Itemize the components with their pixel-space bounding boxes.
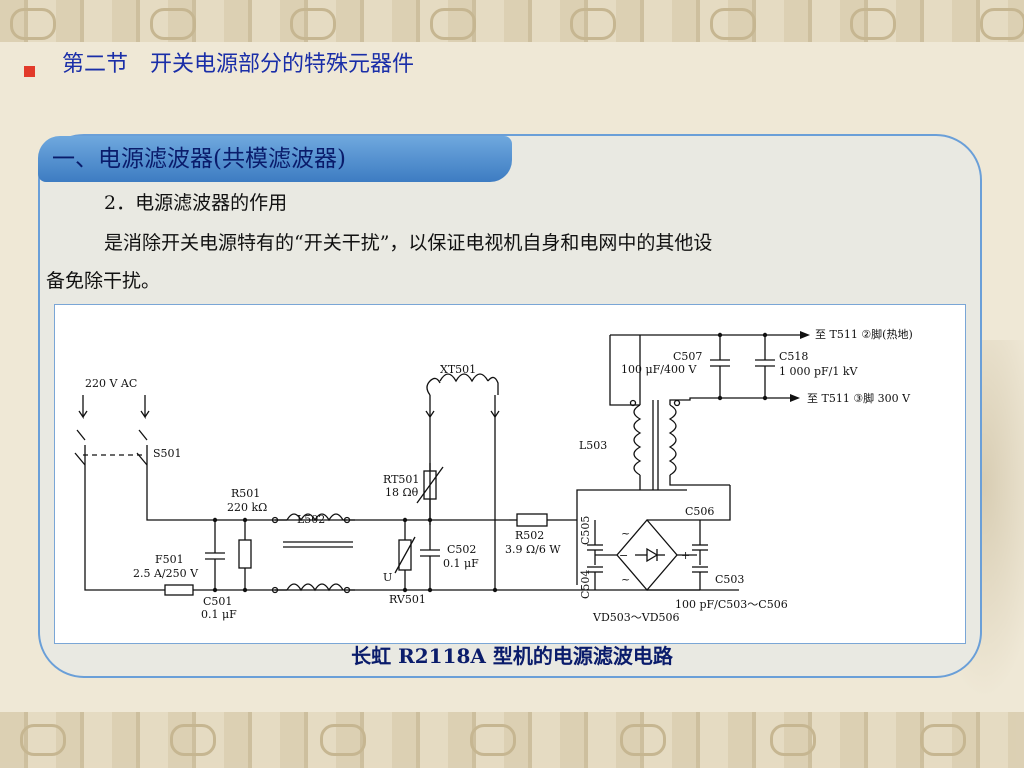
label-c501-value: 0.1 μF (201, 608, 237, 621)
knot-ornament (430, 8, 476, 40)
label-diodes: VD503～VD506 (592, 611, 680, 624)
section-tab: 一、电源滤波器(共模滤波器) (38, 136, 512, 182)
knot-ornament (850, 8, 896, 40)
top-decor-band (0, 0, 1024, 42)
knot-ornament (920, 724, 966, 756)
filter-circuit-diagram: 220 V AC S501 F501 2.5 A/250 V C501 0.1 … (74, 327, 913, 624)
label-c504: C504 (579, 570, 592, 599)
knot-ornament (980, 8, 1024, 40)
label-r502: R502 (515, 529, 544, 542)
label-to-t511-pin2: 至 T511 ②脚(热地) (815, 327, 913, 341)
label-l502: L502 (297, 513, 325, 526)
label-c506: C506 (685, 505, 714, 518)
circuit-figure: 220 V AC S501 F501 2.5 A/250 V C501 0.1 … (54, 304, 966, 644)
label-r501-value: 220 kΩ (227, 501, 267, 514)
label-rt501: RT501 (383, 473, 419, 486)
label-c507: C507 (673, 350, 702, 363)
knot-ornament (570, 8, 616, 40)
bridge-tilde-1: ~ (621, 527, 630, 540)
label-l503: L503 (579, 439, 607, 452)
knot-ornament (150, 8, 196, 40)
knot-ornament (320, 724, 366, 756)
label-ac-input: 220 V AC (85, 377, 137, 390)
paragraph-line-1: 是消除开关电源特有的“开关干扰”，以保证电视机自身和电网中的其他设 (104, 232, 713, 254)
label-rv501-u: U (383, 571, 392, 584)
label-r501: R501 (231, 487, 260, 500)
knot-ornament (170, 724, 216, 756)
label-c502: C502 (447, 543, 476, 556)
label-c518: C518 (779, 350, 808, 363)
knot-ornament (20, 724, 66, 756)
knot-ornament (10, 8, 56, 40)
bridge-tilde-2: ~ (621, 573, 630, 586)
label-f501: F501 (155, 553, 184, 566)
label-r502-value: 3.9 Ω/6 W (505, 543, 561, 556)
label-f501-value: 2.5 A/250 V (133, 567, 199, 580)
page-title: 第二节 开关电源部分的特殊元器件 (62, 52, 415, 77)
knot-ornament (470, 724, 516, 756)
label-cap-note: 100 pF/C503～C506 (675, 598, 788, 611)
label-rt501-value: 18 Ωθ (385, 486, 419, 499)
knot-ornament (710, 8, 756, 40)
knot-ornament (620, 724, 666, 756)
label-c502-value: 0.1 μF (443, 557, 479, 570)
label-c501: C501 (203, 595, 232, 608)
knot-ornament (770, 724, 816, 756)
label-to-t511-pin3: 至 T511 ③脚 300 V (807, 391, 911, 405)
figure-caption: 长虹 R2118A 型机的电源滤波电路 (351, 644, 673, 668)
subheading: 2．电源滤波器的作用 (104, 192, 288, 214)
label-c505: C505 (579, 516, 592, 545)
label-c507-value: 100 μF/400 V (621, 363, 697, 376)
bridge-plus: + (681, 549, 690, 562)
label-xt501: XT501 (440, 363, 476, 376)
bottom-decor-band (0, 712, 1024, 768)
label-c503: C503 (715, 573, 744, 586)
label-s501: S501 (153, 447, 182, 460)
title-bullet (24, 66, 35, 77)
label-c518-value: 1 000 pF/1 kV (779, 365, 859, 378)
knot-ornament (290, 8, 336, 40)
label-rv501: RV501 (389, 593, 426, 606)
bridge-minus: − (619, 549, 628, 562)
paragraph-line-2: 备免除干扰。 (46, 270, 161, 292)
